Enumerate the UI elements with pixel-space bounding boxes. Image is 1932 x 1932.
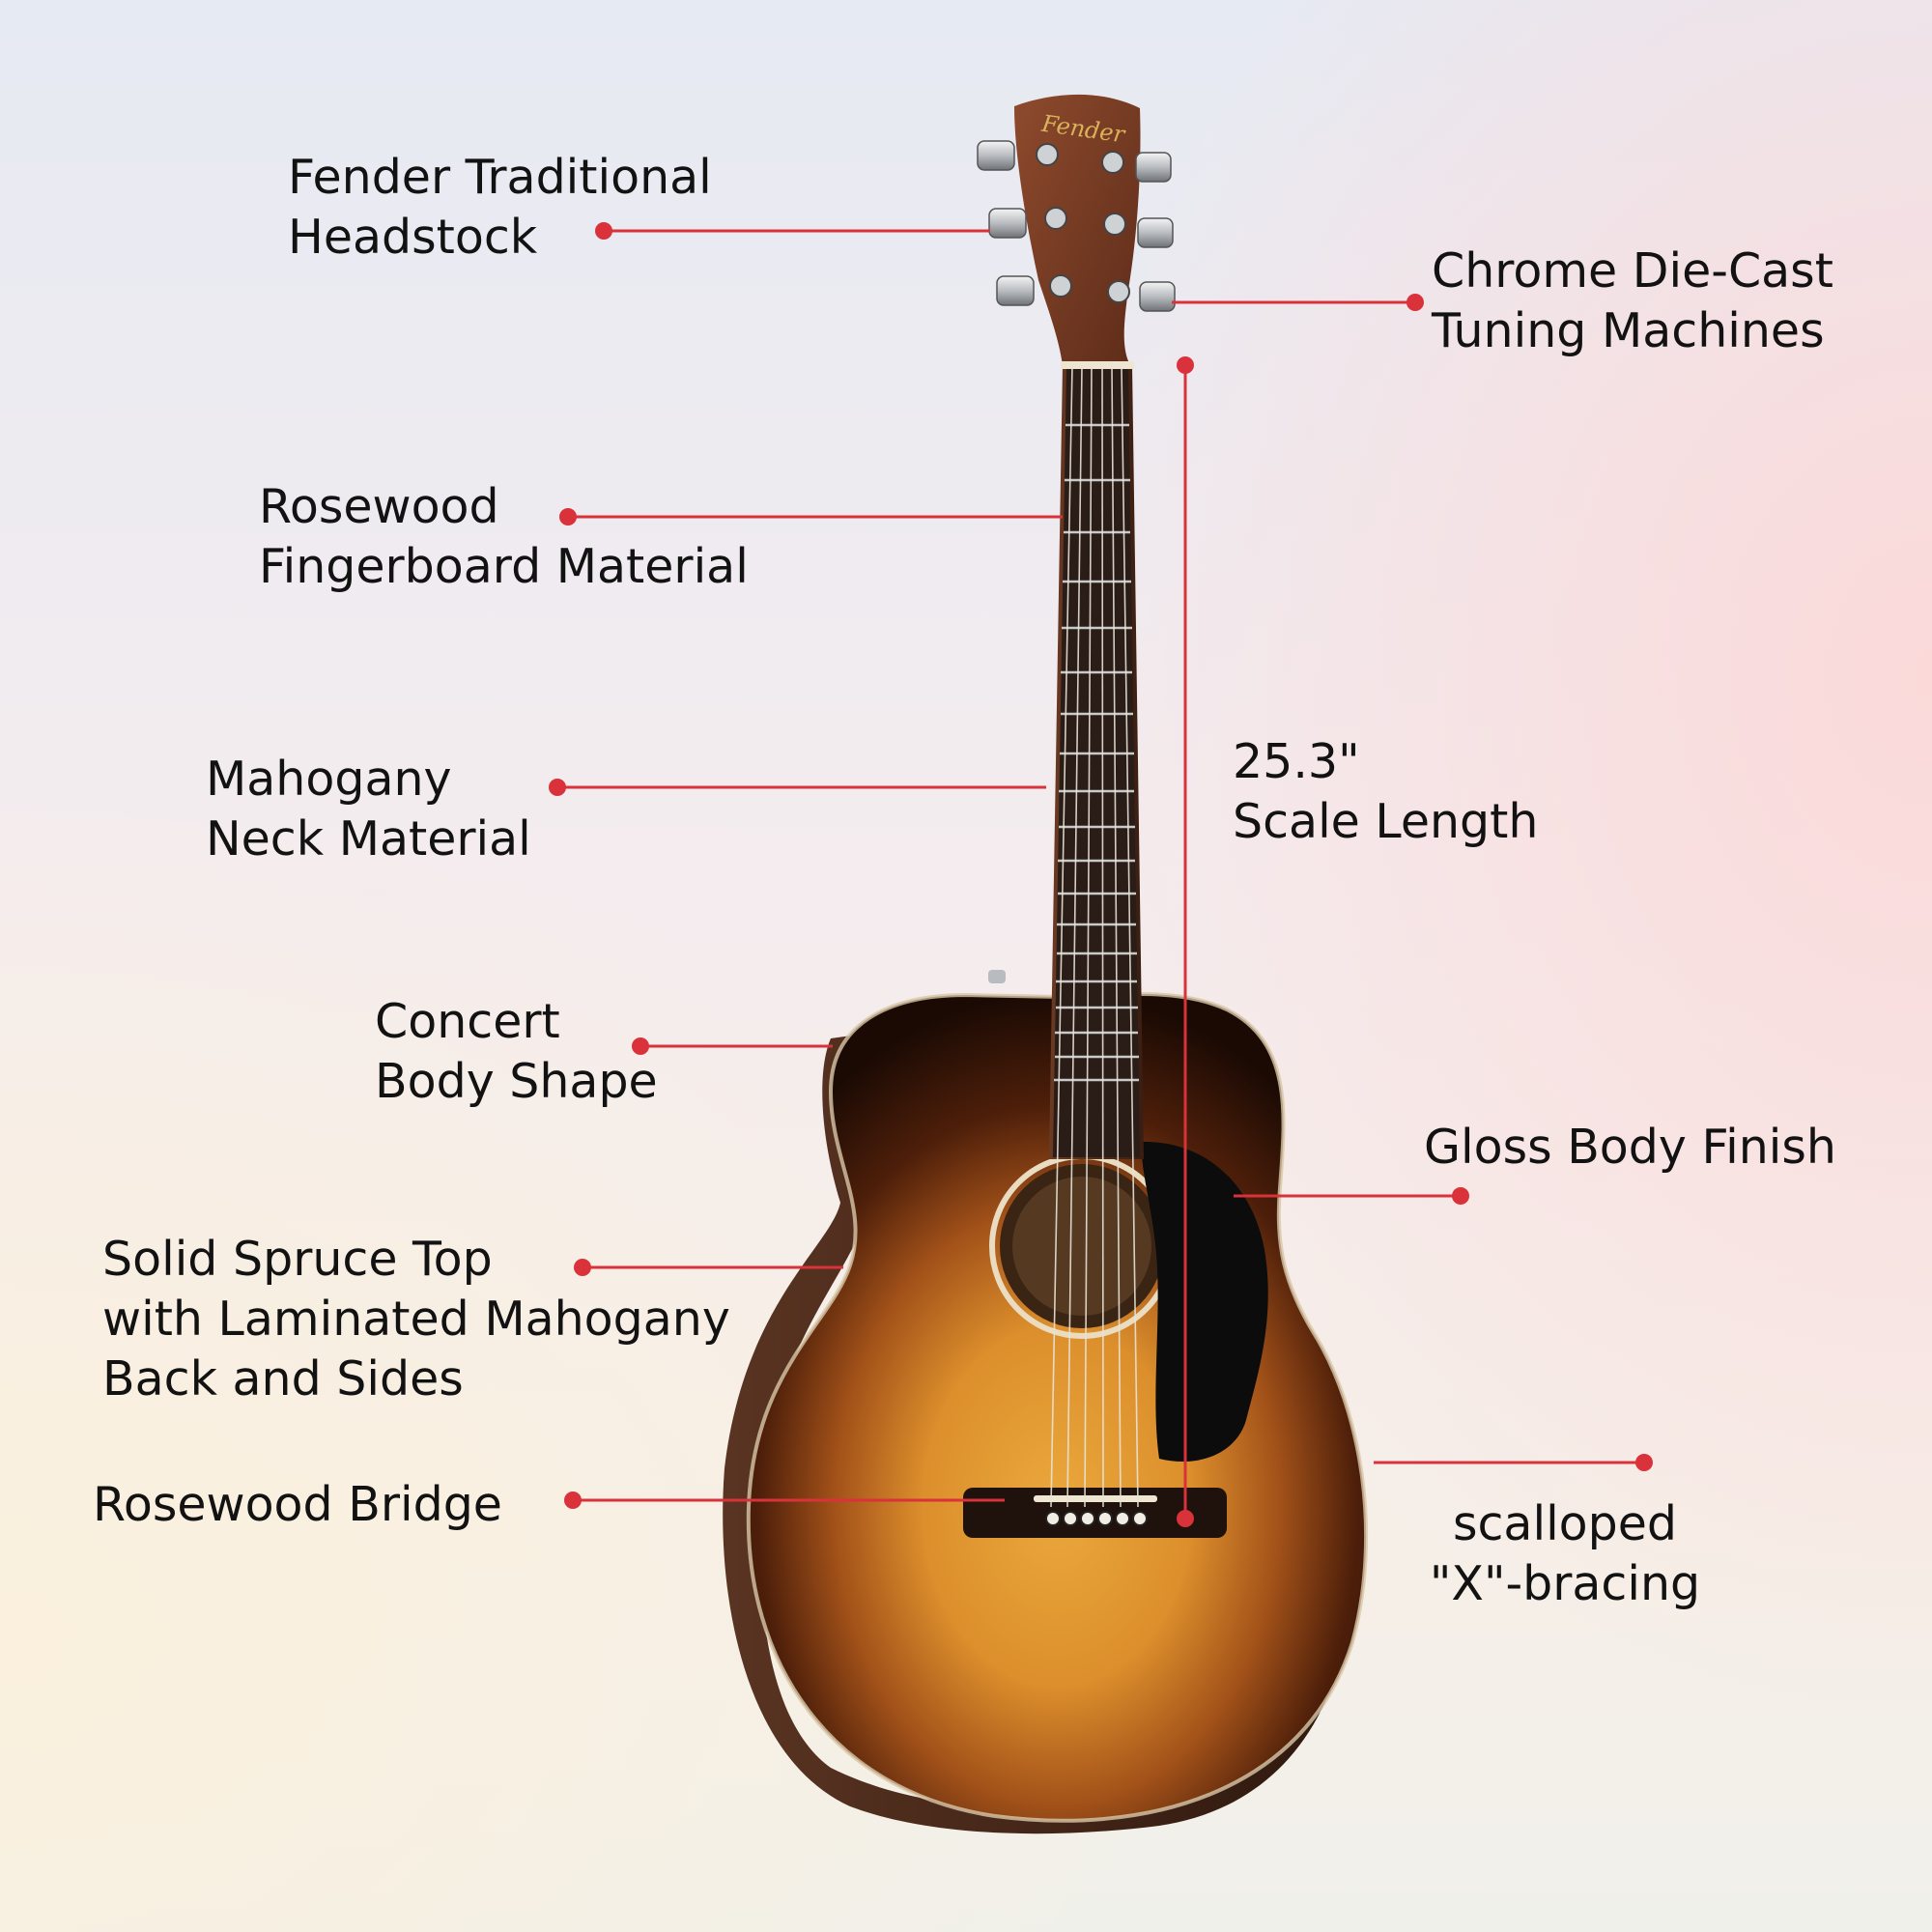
- body-sides: [723, 1034, 1348, 1834]
- strap-button: [988, 970, 1006, 983]
- callout-bridge-line1: Rosewood Bridge: [93, 1477, 502, 1532]
- saddle: [1034, 1495, 1157, 1502]
- callout-tuners-line1: Chrome Die-Cast: [1432, 243, 1833, 298]
- callout-body-shape-line2: Body Shape: [375, 1054, 658, 1109]
- leader-lines: [557, 229, 1644, 1519]
- tuning-machines: [977, 140, 1176, 312]
- callout-neck-line1: Mahogany: [206, 752, 452, 807]
- callout-tuners: Chrome Die-Cast Tuning Machines: [1432, 242, 1833, 361]
- callout-headstock-line1: Fender Traditional: [288, 150, 712, 205]
- callout-neck: Mahogany Neck Material: [206, 750, 531, 869]
- callout-bridge: Rosewood Bridge: [93, 1475, 502, 1535]
- callout-scale-line1: 25.3": [1233, 734, 1360, 789]
- callout-top-line3: Back and Sides: [102, 1351, 464, 1406]
- callout-scale-line2: Scale Length: [1233, 794, 1539, 849]
- callout-top-line1: Solid Spruce Top: [102, 1232, 493, 1287]
- callout-bracing-line1: scalloped: [1452, 1496, 1678, 1551]
- leader-dots: [549, 222, 1653, 1527]
- nut: [1061, 361, 1134, 369]
- strings: [1050, 364, 1139, 1508]
- callout-scale-length: 25.3" Scale Length: [1233, 732, 1538, 852]
- frets: [1054, 365, 1139, 1082]
- callout-neck-line2: Neck Material: [206, 811, 531, 867]
- callout-headstock-line2: Headstock: [288, 210, 538, 265]
- callout-bracing: scalloped "X"-bracing: [1430, 1494, 1700, 1614]
- tuner-posts: [1036, 143, 1130, 303]
- callout-finish: Gloss Body Finish: [1424, 1118, 1836, 1178]
- bridge-pins: [1045, 1511, 1148, 1526]
- pickguard: [1141, 1141, 1268, 1463]
- callout-top: Solid Spruce Top with Laminated Mahogany…: [102, 1230, 730, 1409]
- callout-bracing-line2: "X"-bracing: [1429, 1556, 1701, 1611]
- callout-fingerboard-line2: Fingerboard Material: [259, 539, 749, 594]
- callout-fingerboard-line1: Rosewood: [259, 479, 499, 534]
- callout-top-line2: with Laminated Mahogany: [102, 1292, 730, 1347]
- body-binding: [746, 992, 1369, 1823]
- callout-fingerboard: Rosewood Fingerboard Material: [259, 477, 749, 597]
- callout-body-shape: Concert Body Shape: [375, 992, 658, 1112]
- callout-headstock: Fender Traditional Headstock: [288, 148, 712, 268]
- bridge: [963, 1488, 1227, 1538]
- callout-body-shape-line1: Concert: [375, 994, 560, 1049]
- callout-finish-line1: Gloss Body Finish: [1424, 1120, 1836, 1175]
- callout-tuners-line2: Tuning Machines: [1432, 303, 1825, 358]
